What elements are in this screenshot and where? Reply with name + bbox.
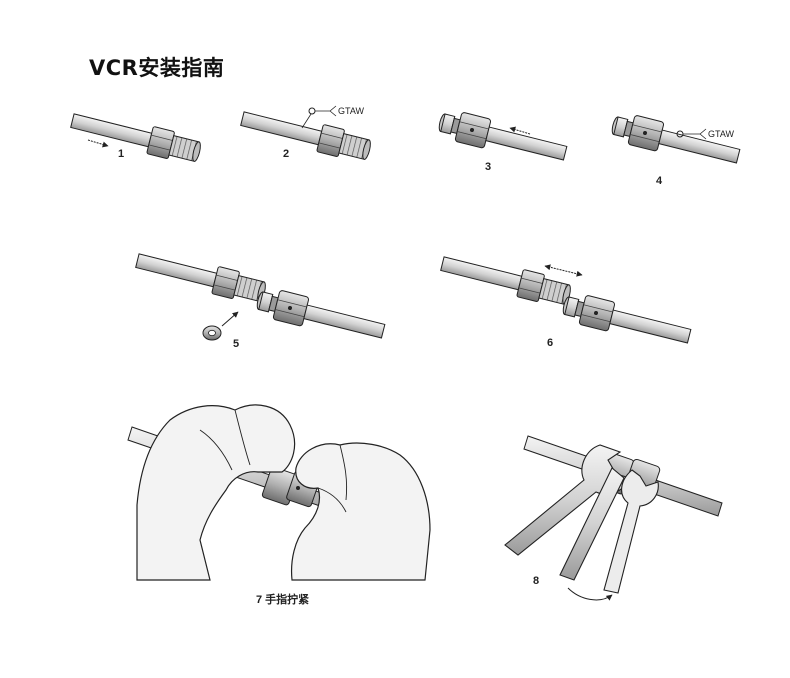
- step-8-diagram: 8: [504, 435, 723, 601]
- step-2-diagram: GTAW 2: [238, 104, 374, 165]
- step-4-diagram: GTAW 4: [608, 109, 743, 187]
- step-6-label: 6: [547, 337, 553, 349]
- step-3-diagram: 3: [435, 106, 570, 173]
- step-3-label: 3: [485, 161, 491, 173]
- page-title: VCR安装指南: [89, 56, 225, 80]
- step-7-diagram: 7 手指拧紧: [127, 404, 431, 606]
- step-2-callout: GTAW: [338, 106, 364, 116]
- step-4-callout: GTAW: [708, 129, 734, 139]
- step-2-label: 2: [283, 148, 289, 160]
- step-5-diagram: 5: [133, 246, 388, 350]
- step-4-label: 4: [656, 175, 663, 187]
- step-7-label: 7 手指拧紧: [256, 592, 309, 606]
- step-8-label: 8: [533, 575, 539, 587]
- step-1-diagram: 1: [68, 106, 204, 167]
- step-1-label: 1: [118, 148, 124, 160]
- step-6-diagram: 6: [438, 249, 694, 352]
- step-5-label: 5: [233, 338, 239, 350]
